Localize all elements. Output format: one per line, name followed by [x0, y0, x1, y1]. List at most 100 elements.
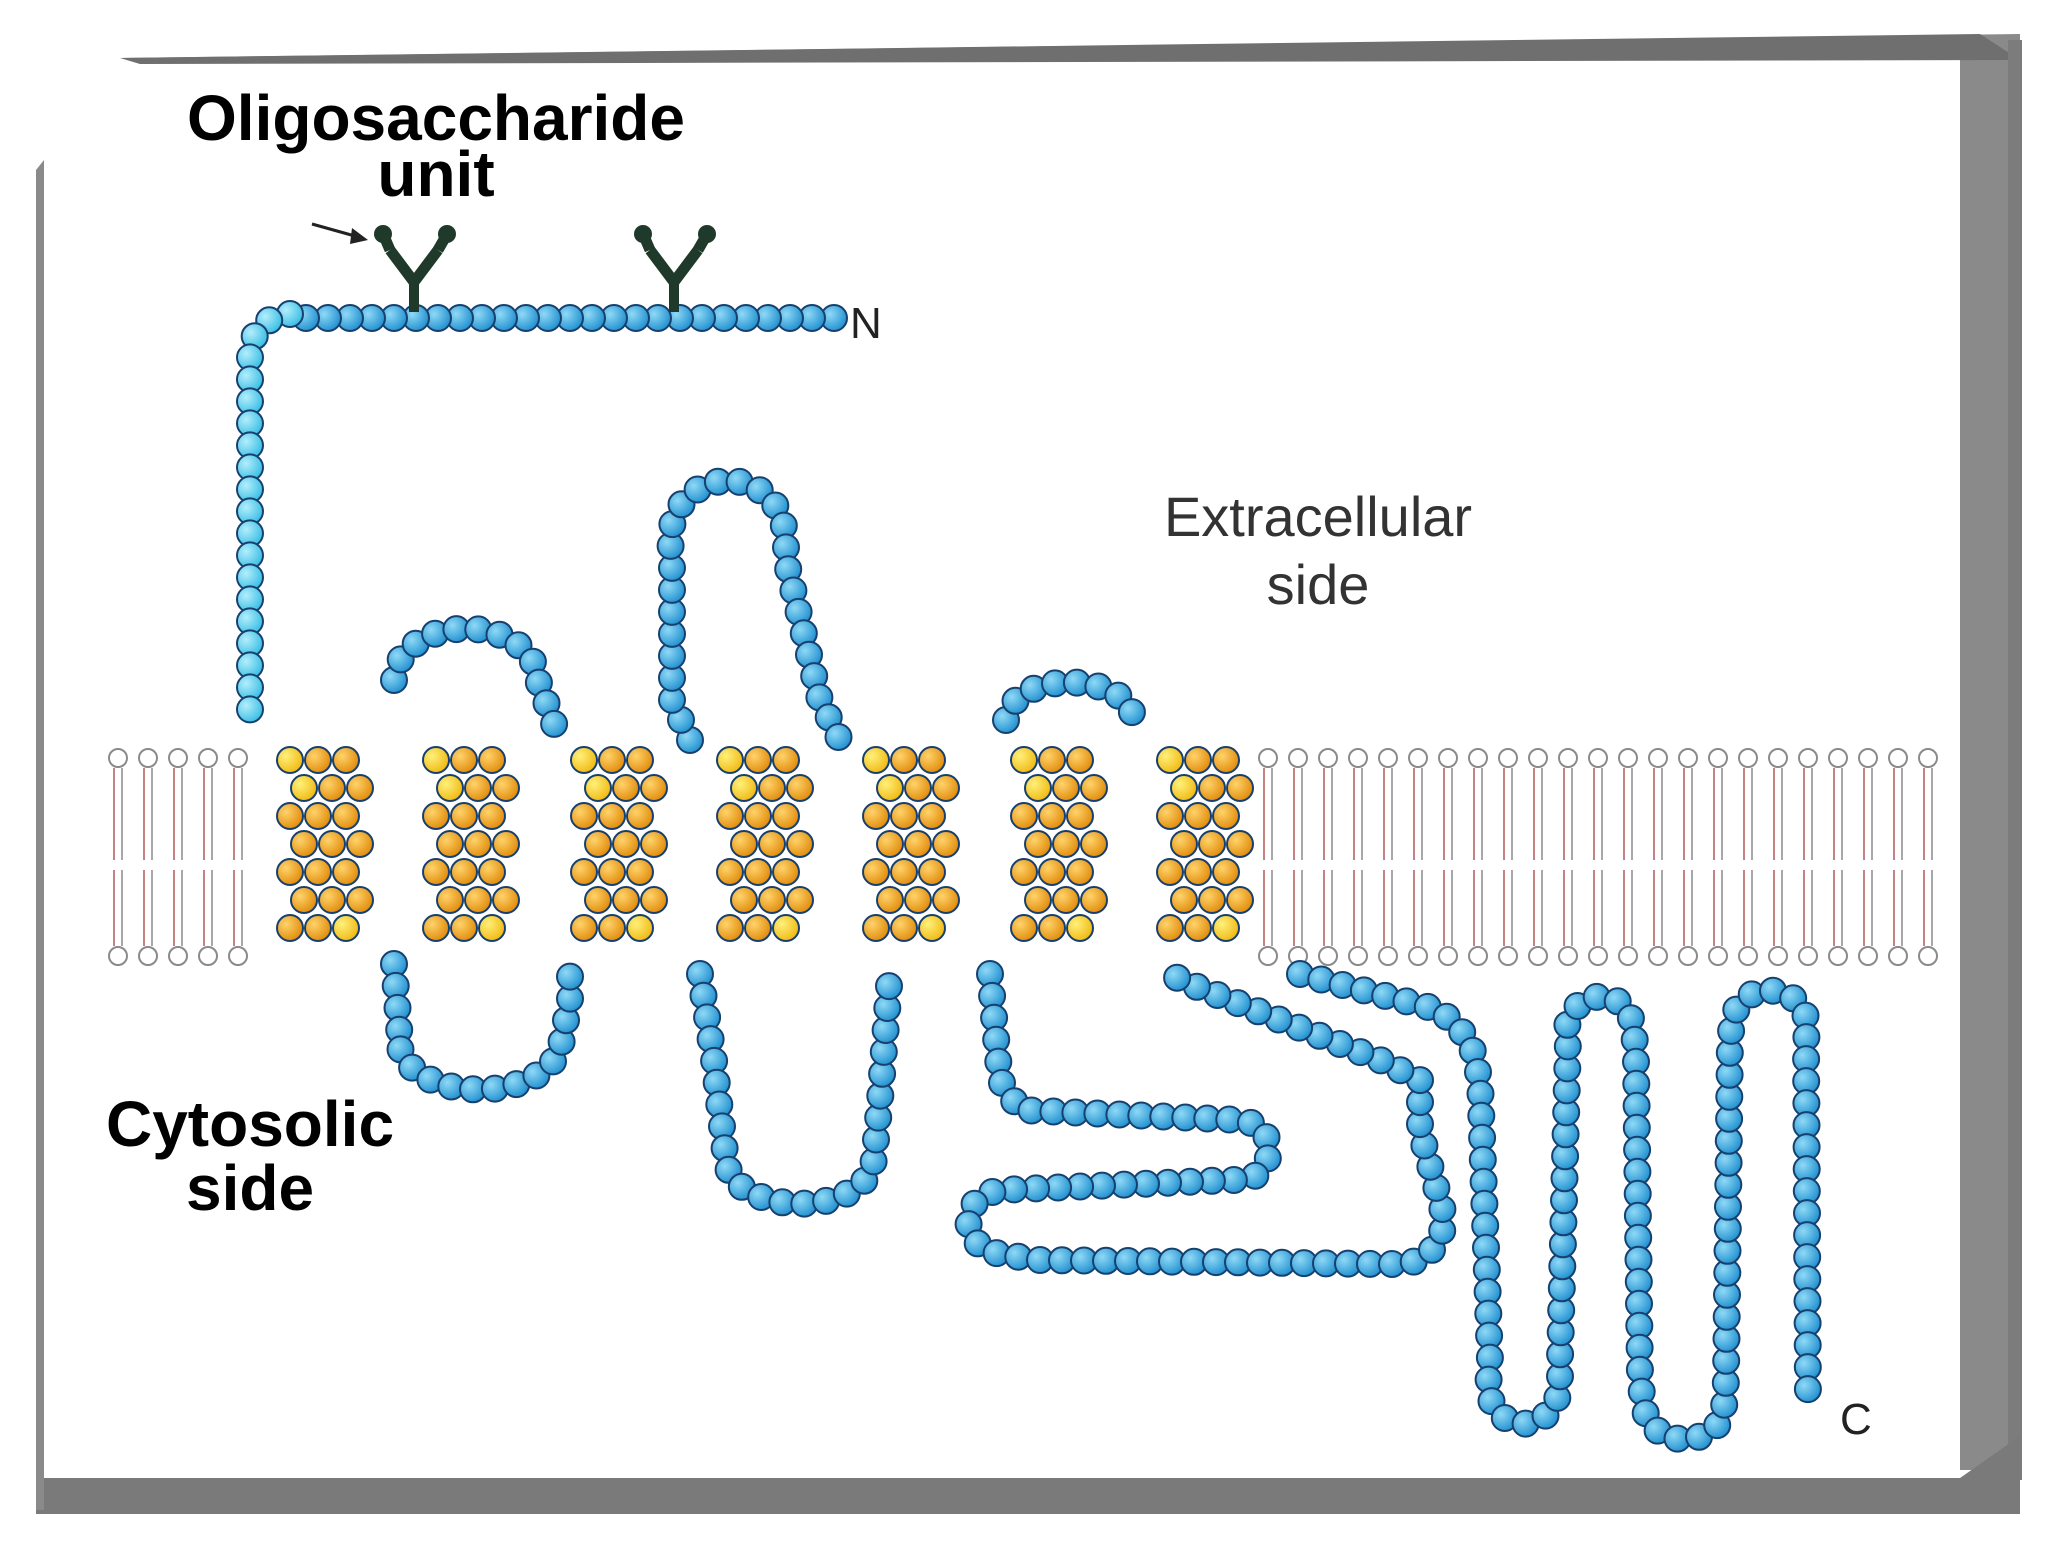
helix-3-residue: [584, 830, 612, 858]
helix-5-residue: [904, 886, 932, 914]
cytosolic-loop-residue: [875, 972, 903, 1001]
helix-5-residue: [876, 774, 904, 802]
helix-2-residue: [436, 774, 464, 802]
helix-3-residue: [626, 914, 654, 942]
helix-2-residue: [478, 914, 506, 942]
helix-3-residue: [570, 858, 598, 886]
helix-4-residue: [716, 914, 744, 942]
helix-7-residue: [1170, 830, 1198, 858]
helix-7-residue: [1212, 858, 1240, 886]
helix-7-residue: [1226, 830, 1254, 858]
lipid-molecule: [1678, 748, 1698, 966]
helix-3-residue: [584, 886, 612, 914]
helix-4-residue: [786, 830, 814, 858]
lipid-molecule: [1468, 748, 1488, 966]
helix-4-residue: [786, 886, 814, 914]
helix-1-residue: [332, 914, 360, 942]
lipid-molecule: [1738, 748, 1758, 966]
helix-2-residue: [436, 830, 464, 858]
helix-3-residue: [612, 774, 640, 802]
helix-6-residue: [1066, 746, 1094, 774]
helix-3-residue: [570, 802, 598, 830]
oligosaccharide-pointer-arrow: [311, 222, 368, 244]
helix-5-residue: [918, 802, 946, 830]
helix-6-residue: [1024, 886, 1052, 914]
helix-6-residue: [1038, 858, 1066, 886]
helix-7-residue: [1156, 858, 1184, 886]
helix-6-residue: [1066, 858, 1094, 886]
helix-6-residue: [1066, 802, 1094, 830]
helix-1-residue: [304, 802, 332, 830]
helix-4-residue: [716, 858, 744, 886]
oligosaccharide-unit-1: [374, 225, 456, 312]
lipid-molecule: [138, 748, 158, 966]
helix-1-residue: [318, 830, 346, 858]
lipid-molecule: [1858, 748, 1878, 966]
helix-4-residue: [786, 774, 814, 802]
helix-4-residue: [758, 886, 786, 914]
helix-6-residue: [1038, 746, 1066, 774]
helix-4-residue: [716, 746, 744, 774]
extracellular-label-line2: side: [1267, 553, 1370, 616]
extracellular-loop-residue: [824, 723, 853, 751]
helix-2-residue: [422, 858, 450, 886]
extracellular-residue: [236, 695, 264, 724]
helix-1-residue: [276, 802, 304, 830]
helix-4-residue: [772, 914, 800, 942]
helix-5-residue: [904, 774, 932, 802]
helix-5-residue: [932, 886, 960, 914]
helix-4-residue: [730, 830, 758, 858]
helix-7-residue: [1170, 886, 1198, 914]
helix-2-residue: [492, 830, 520, 858]
helix-6-residue: [1010, 746, 1038, 774]
oligosaccharide-label-line2: unit: [377, 138, 494, 210]
helix-1-residue: [346, 886, 374, 914]
helix-1-residue: [346, 830, 374, 858]
helix-6-residue: [1024, 774, 1052, 802]
helix-1-residue: [332, 858, 360, 886]
helix-6-residue: [1010, 858, 1038, 886]
lipid-molecule: [1498, 748, 1518, 966]
helix-2-residue: [492, 774, 520, 802]
helix-2-residue: [422, 746, 450, 774]
helix-5-residue: [918, 914, 946, 942]
helix-1-residue: [290, 886, 318, 914]
lipid-molecule: [1798, 748, 1818, 966]
helix-2-residue: [464, 774, 492, 802]
helix-6-residue: [1052, 886, 1080, 914]
helix-5-residue: [862, 914, 890, 942]
helix-7-residue: [1156, 802, 1184, 830]
helix-2-residue: [422, 914, 450, 942]
extracellular-loop-residue: [1117, 698, 1146, 727]
helix-5-residue: [904, 830, 932, 858]
helix-2-residue: [478, 746, 506, 774]
slide-frame: [36, 34, 2022, 1514]
helix-3-residue: [612, 886, 640, 914]
helix-7-residue: [1184, 914, 1212, 942]
helix-6-residue: [1038, 914, 1066, 942]
helix-3-residue: [626, 802, 654, 830]
helix-4-residue: [744, 802, 772, 830]
helix-3-residue: [598, 802, 626, 830]
helix-1-residue: [276, 914, 304, 942]
c-terminus-label: C: [1840, 1395, 1872, 1444]
helix-6-residue: [1010, 914, 1038, 942]
lipid-molecule: [1708, 748, 1728, 966]
c-terminal-residue: [1793, 1375, 1822, 1404]
helix-1-residue: [318, 774, 346, 802]
lipid-molecule: [1558, 748, 1578, 966]
helix-5-residue: [890, 914, 918, 942]
helix-7-residue: [1226, 774, 1254, 802]
lipid-molecule: [1888, 748, 1908, 966]
helix-1-residue: [346, 774, 374, 802]
helix-3-residue: [640, 774, 668, 802]
oligosaccharide-label-line1: Oligosaccharide: [187, 82, 685, 154]
helix-5-residue: [932, 830, 960, 858]
helix-3-residue: [626, 858, 654, 886]
helix-2-residue: [464, 830, 492, 858]
helix-3-residue: [598, 858, 626, 886]
lipid-molecule: [228, 748, 248, 966]
helix-3-residue: [598, 746, 626, 774]
lipid-molecule: [1348, 748, 1368, 966]
